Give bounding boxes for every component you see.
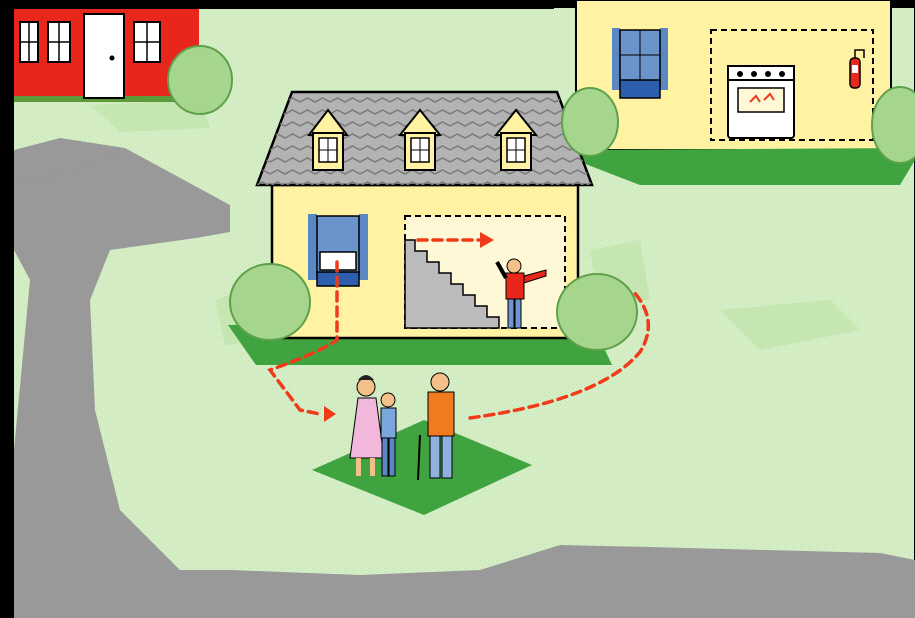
neighbor-house-icon (570, 0, 915, 185)
stove-icon (728, 66, 794, 138)
window-escape-route-icon (308, 214, 368, 286)
